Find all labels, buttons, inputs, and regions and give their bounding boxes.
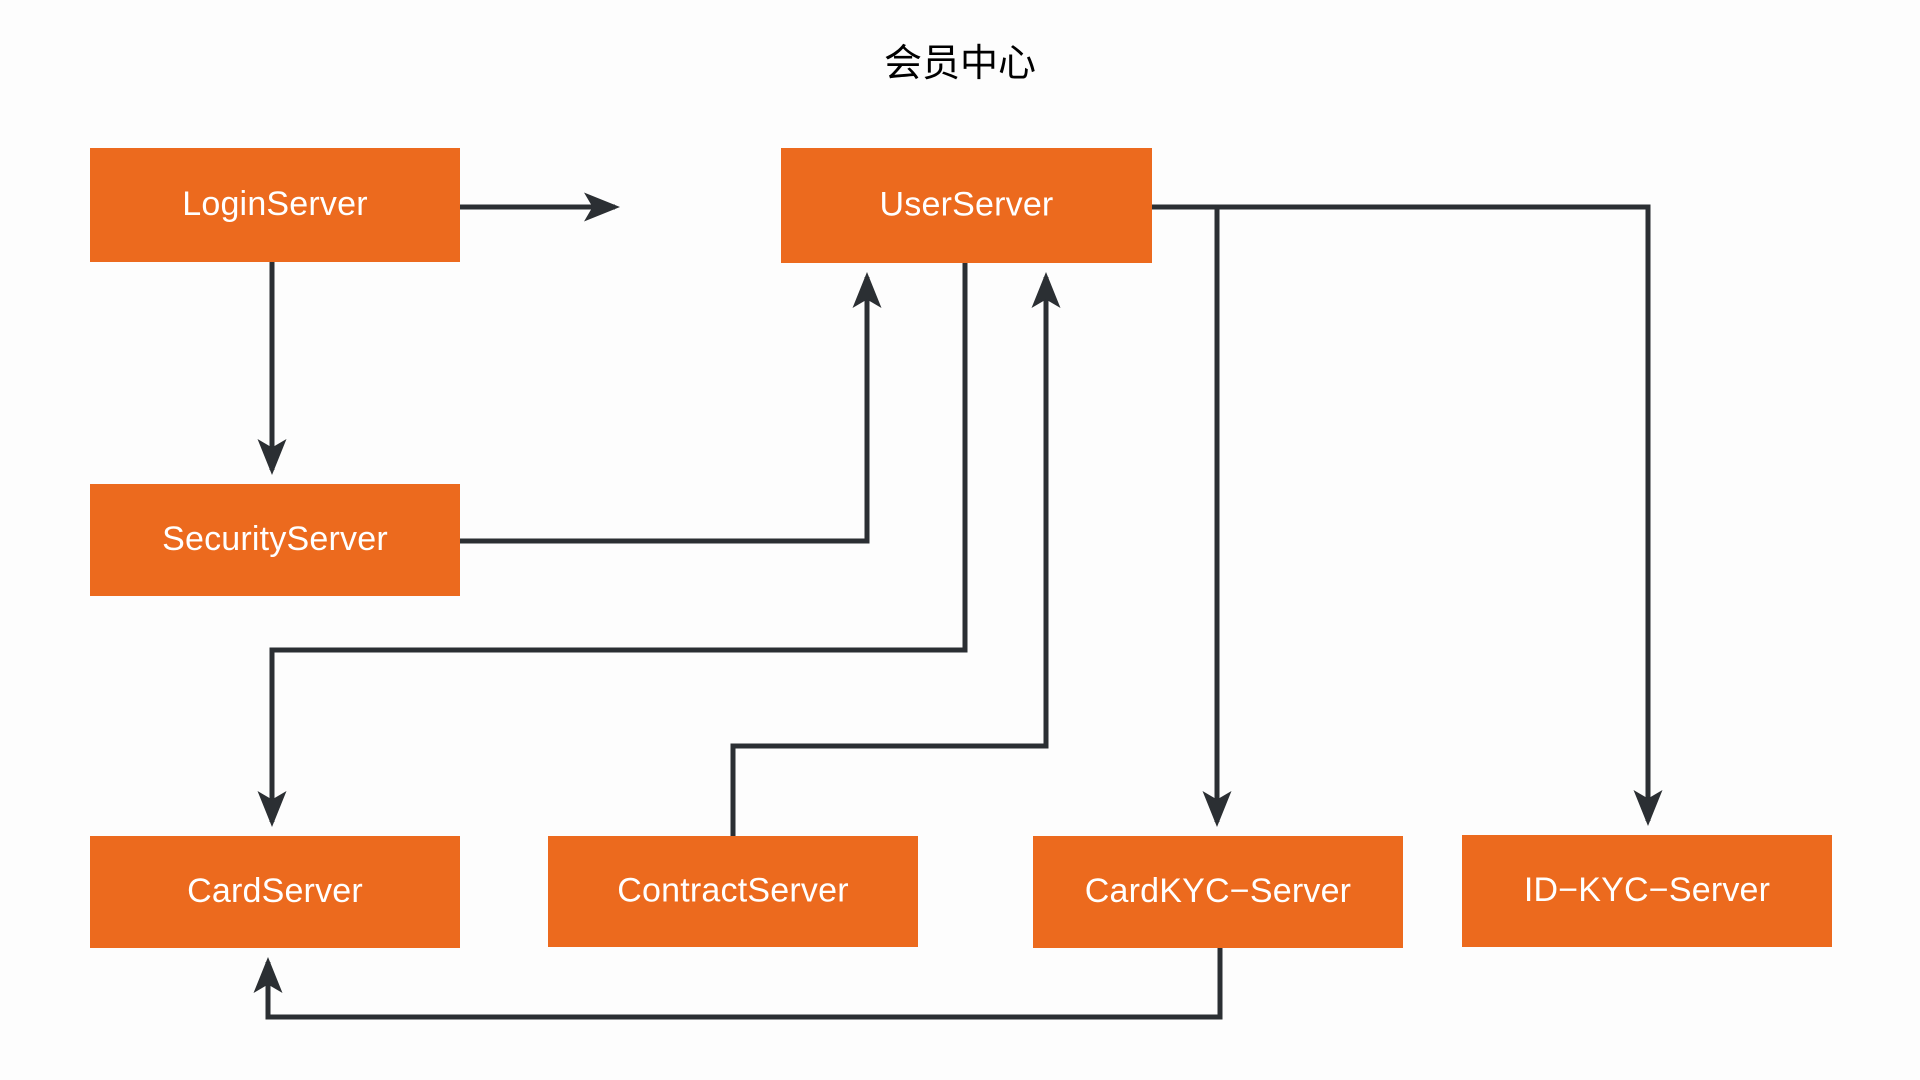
node-label-login: LoginServer — [182, 185, 368, 223]
node-box-idkyc[interactable] — [1462, 835, 1832, 947]
edge-security-to-user — [460, 271, 882, 544]
edge-cardkyc-to-card — [253, 948, 1223, 1020]
edge-user-to-cardkyc — [1152, 204, 1232, 828]
node-label-user: UserServer — [880, 185, 1054, 223]
node-box-user[interactable] — [781, 148, 1152, 263]
node-box-card[interactable] — [90, 836, 460, 948]
node-label-cardkyc: CardKYC−Server — [1085, 872, 1351, 910]
edge-contract-to-user — [730, 271, 1061, 836]
node-box-contract[interactable] — [548, 836, 918, 947]
node-box-security[interactable] — [90, 484, 460, 596]
node-cardkyc[interactable]: CardKYC−Server — [1033, 836, 1403, 948]
node-card[interactable]: CardServer — [90, 836, 460, 948]
node-user[interactable]: UserServer — [781, 148, 1152, 263]
edge-user-to-idkyc — [1152, 204, 1663, 827]
node-label-contract: ContractServer — [617, 871, 848, 909]
node-label-idkyc: ID−KYC−Server — [1524, 871, 1770, 909]
node-security[interactable]: SecurityServer — [90, 484, 460, 596]
edges-layer — [253, 192, 1663, 1020]
node-login[interactable]: LoginServer — [90, 148, 460, 262]
node-contract[interactable]: ContractServer — [548, 836, 918, 947]
node-idkyc[interactable]: ID−KYC−Server — [1462, 835, 1832, 947]
node-box-cardkyc[interactable] — [1033, 836, 1403, 948]
node-label-card: CardServer — [187, 872, 363, 910]
page-title: 会员中心 — [884, 43, 1036, 85]
node-box-login[interactable] — [90, 148, 460, 262]
nodes-layer: LoginServer UserServerSecurityServerCardS… — [90, 148, 1832, 948]
node-label-security: SecurityServer — [162, 520, 388, 558]
edge-user-to-card — [257, 263, 968, 828]
